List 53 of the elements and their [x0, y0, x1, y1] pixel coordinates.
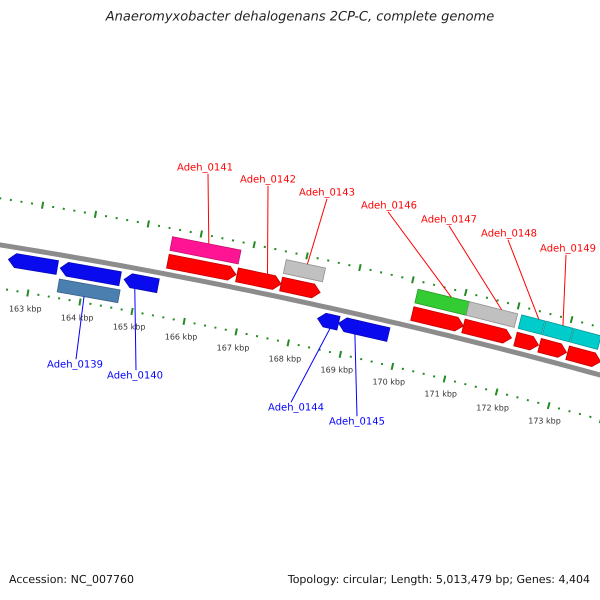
leader-line — [208, 173, 210, 244]
leader-line — [388, 211, 452, 298]
category-bar — [570, 328, 600, 350]
position-label: 163 kbp — [8, 304, 42, 314]
gene-feature — [537, 338, 568, 358]
accession-text: Accession: NC_007760 — [9, 574, 134, 587]
position-label: 168 kbp — [268, 354, 302, 364]
gene-feature — [461, 318, 512, 344]
leader-line — [134, 288, 136, 371]
position-label: 166 kbp — [164, 332, 198, 342]
gene-label: Adeh_0148 — [481, 228, 537, 240]
gene-feature — [317, 312, 340, 331]
leader-line — [354, 334, 358, 417]
gene-label: Adeh_0147 — [421, 214, 477, 226]
category-bar — [56, 278, 121, 304]
position-label: 170 kbp — [372, 377, 406, 387]
leader-line — [290, 328, 330, 403]
gene-feature — [513, 332, 540, 350]
genome-info-text: Topology: circular; Length: 5,013,479 bp; Genes: 4,404 — [288, 574, 590, 587]
category-bar — [169, 236, 242, 264]
position-label: 173 kbp — [528, 416, 561, 426]
category-bar — [282, 259, 326, 282]
leader-line — [448, 225, 502, 310]
position-label: 169 kbp — [320, 365, 354, 375]
gene-label: Adeh_0145 — [329, 416, 385, 428]
gene-feature — [410, 306, 464, 332]
gene-label: Adeh_0140 — [107, 370, 163, 382]
gene-label: Adeh_0142 — [240, 174, 296, 186]
gene-feature — [565, 345, 600, 367]
leader-line — [266, 185, 268, 275]
gene-feature — [8, 253, 59, 275]
leader-line — [306, 198, 328, 265]
position-label: 172 kbp — [476, 402, 509, 412]
gene-label: Adeh_0143 — [299, 187, 355, 199]
leader-line — [76, 296, 85, 360]
gene-feature — [124, 273, 160, 294]
category-bar — [518, 314, 546, 335]
position-label: 167 kbp — [216, 342, 250, 352]
title: Anaeromyxobacter dehalogenans 2CP-C, complete genome — [106, 10, 494, 26]
gene-feature — [235, 268, 282, 290]
gene-feature — [166, 254, 237, 281]
gene-label: Adeh_0144 — [268, 402, 324, 414]
gene-label: Adeh_0146 — [361, 200, 417, 212]
gene-label: Adeh_0149 — [540, 243, 596, 255]
category-bar — [542, 320, 574, 342]
leader-line — [562, 254, 566, 326]
gene-label: Adeh_0141 — [177, 162, 233, 174]
category-bar — [466, 301, 518, 328]
leader-line — [508, 239, 540, 320]
gene-feature — [279, 276, 321, 298]
position-label: 171 kbp — [424, 390, 457, 400]
gene-label: Adeh_0139 — [47, 359, 103, 371]
category-bar — [414, 288, 470, 316]
